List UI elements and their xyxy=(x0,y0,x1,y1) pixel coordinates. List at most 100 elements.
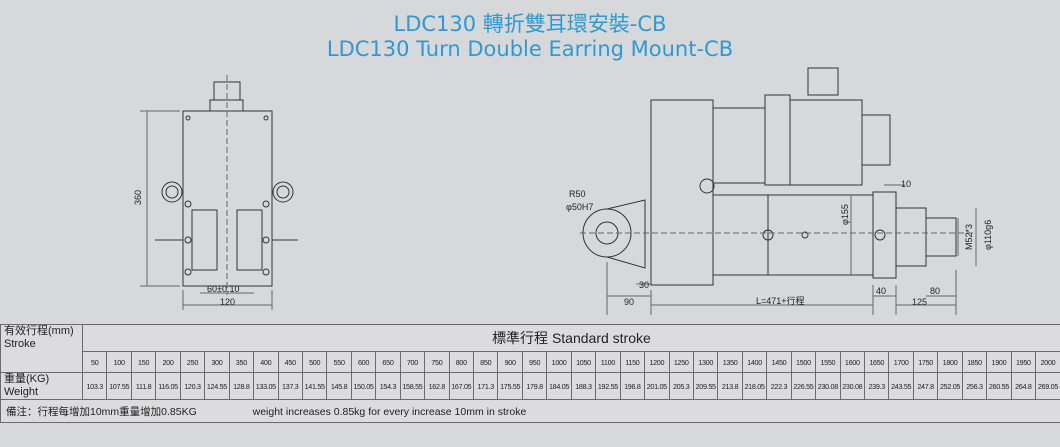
side-view xyxy=(580,67,977,315)
standard-stroke-header: 標準行程 Standard stroke xyxy=(82,324,1060,352)
weight-cell: 116.05 xyxy=(155,372,181,400)
weight-cell: 188.3 xyxy=(570,372,597,400)
radius-label: R50 xyxy=(569,189,586,199)
stroke-header-zh: 有效行程(mm) xyxy=(4,325,74,338)
weight-cell: 222.3 xyxy=(766,372,792,400)
stroke-cell: 1750 xyxy=(912,351,939,373)
stroke-cell: 1200 xyxy=(644,351,670,373)
weight-cell: 239.3 xyxy=(863,372,890,400)
weight-cell: 213.8 xyxy=(717,372,743,400)
front-motor-top xyxy=(213,81,241,101)
stroke-cell: 400 xyxy=(253,351,279,373)
weight-header-zh: 重量(KG) xyxy=(4,373,50,386)
weight-cell: 175.55 xyxy=(497,372,523,400)
stroke-cell: 200 xyxy=(155,351,181,373)
weight-cell: 107.55 xyxy=(106,372,132,400)
weight-cell: 218.05 xyxy=(741,372,768,400)
stroke-cell: 1500 xyxy=(790,351,817,373)
weight-cell: 167.05 xyxy=(448,372,475,400)
weight-cell: 137.3 xyxy=(277,372,303,400)
weight-cell: 196.8 xyxy=(619,372,646,400)
weight-cell: 269.05 xyxy=(1035,372,1060,400)
rod-end xyxy=(925,217,957,257)
bore-label: φ50H7 xyxy=(566,202,593,212)
dim-30-label: 30 xyxy=(639,280,649,290)
stroke-cell: 1400 xyxy=(741,351,768,373)
weight-cell: 205.3 xyxy=(668,372,694,400)
gear-housing xyxy=(650,99,714,286)
stroke-cell: 250 xyxy=(179,351,206,373)
stroke-cell: 2000 xyxy=(1035,351,1060,373)
stroke-cell: 550 xyxy=(326,351,352,373)
stroke-cell: 600 xyxy=(350,351,377,373)
stroke-cell: 500 xyxy=(301,351,328,373)
stroke-cell: 1950 xyxy=(1010,351,1037,373)
weight-cell: 247.8 xyxy=(912,372,939,400)
stroke-cell: 1300 xyxy=(692,351,719,373)
front-view xyxy=(140,75,298,310)
weight-cell: 209.55 xyxy=(692,372,719,400)
weight-cell: 243.55 xyxy=(888,372,914,400)
weight-cell: 128.8 xyxy=(228,372,255,400)
motor-top-box xyxy=(807,67,839,96)
stroke-cell: 850 xyxy=(472,351,499,373)
dim-80-label: 80 xyxy=(930,286,940,296)
technical-drawing: 360 60±0.10 120 R xyxy=(133,67,993,315)
weight-cell: 158.55 xyxy=(399,372,426,400)
weight-cell: 103.3 xyxy=(81,372,108,400)
weight-cell: 141.55 xyxy=(301,372,328,400)
weight-cell: 264.8 xyxy=(1010,372,1037,400)
weight-header-en: Weight xyxy=(4,386,39,398)
stroke-cell: 1050 xyxy=(570,351,597,373)
weight-header: 重量(KG) Weight xyxy=(0,372,83,400)
weight-cell: 230.08 xyxy=(839,372,866,400)
weight-cell: 171.3 xyxy=(472,372,499,400)
motor-adapter xyxy=(712,107,766,184)
stroke-cell: 1850 xyxy=(961,351,988,373)
flange-label: 10 xyxy=(901,179,911,189)
front-right-bracket xyxy=(236,209,263,271)
weight-cell: 192.55 xyxy=(595,372,621,400)
stroke-cell: 750 xyxy=(424,351,450,373)
stroke-cell: 100 xyxy=(106,351,132,373)
stroke-cell: 1450 xyxy=(766,351,792,373)
stroke-cell: 1250 xyxy=(668,351,694,373)
weight-cell: 162.8 xyxy=(424,372,450,400)
stroke-cell: 950 xyxy=(521,351,548,373)
weight-cell: 120.3 xyxy=(179,372,206,400)
weight-cell: 230.08 xyxy=(815,372,841,400)
stroke-cell: 1800 xyxy=(937,351,963,373)
thread-label: M52*3 xyxy=(964,224,974,250)
weight-cell: 252.05 xyxy=(937,372,963,400)
dim-125-label: 125 xyxy=(912,297,927,307)
stroke-cell: 1600 xyxy=(839,351,866,373)
stroke-cell: 300 xyxy=(204,351,230,373)
stroke-cell: 700 xyxy=(399,351,426,373)
stroke-cell: 1550 xyxy=(815,351,841,373)
stroke-cell: 900 xyxy=(497,351,523,373)
weight-cell: 124.55 xyxy=(204,372,230,400)
weight-note: 備注：行程每增加10mm重量增加0.85KG weight increases … xyxy=(0,399,1060,423)
weight-cell: 145.8 xyxy=(326,372,352,400)
length-label: L=471+行程 xyxy=(756,295,805,306)
stroke-header: 有效行程(mm) Stroke xyxy=(0,324,83,373)
stroke-cell: 350 xyxy=(228,351,255,373)
weight-cell: 133.05 xyxy=(253,372,279,400)
weight-cell: 184.05 xyxy=(546,372,572,400)
stroke-cell: 1150 xyxy=(619,351,646,373)
motor-body xyxy=(789,99,863,186)
stroke-cell: 1900 xyxy=(986,351,1012,373)
weight-cell: 111.8 xyxy=(130,372,157,400)
front-spacing-label: 60±0.10 xyxy=(207,284,239,294)
front-height-label: 360 xyxy=(133,190,143,205)
dim-90-label: 90 xyxy=(624,297,634,307)
stroke-cell: 1650 xyxy=(863,351,890,373)
weight-note-en: weight increases 0.85kg for every increa… xyxy=(252,405,527,418)
stroke-cell: 1700 xyxy=(888,351,914,373)
stroke-cell: 650 xyxy=(375,351,401,373)
weight-cell: 226.55 xyxy=(790,372,817,400)
stroke-cell: 1350 xyxy=(717,351,743,373)
